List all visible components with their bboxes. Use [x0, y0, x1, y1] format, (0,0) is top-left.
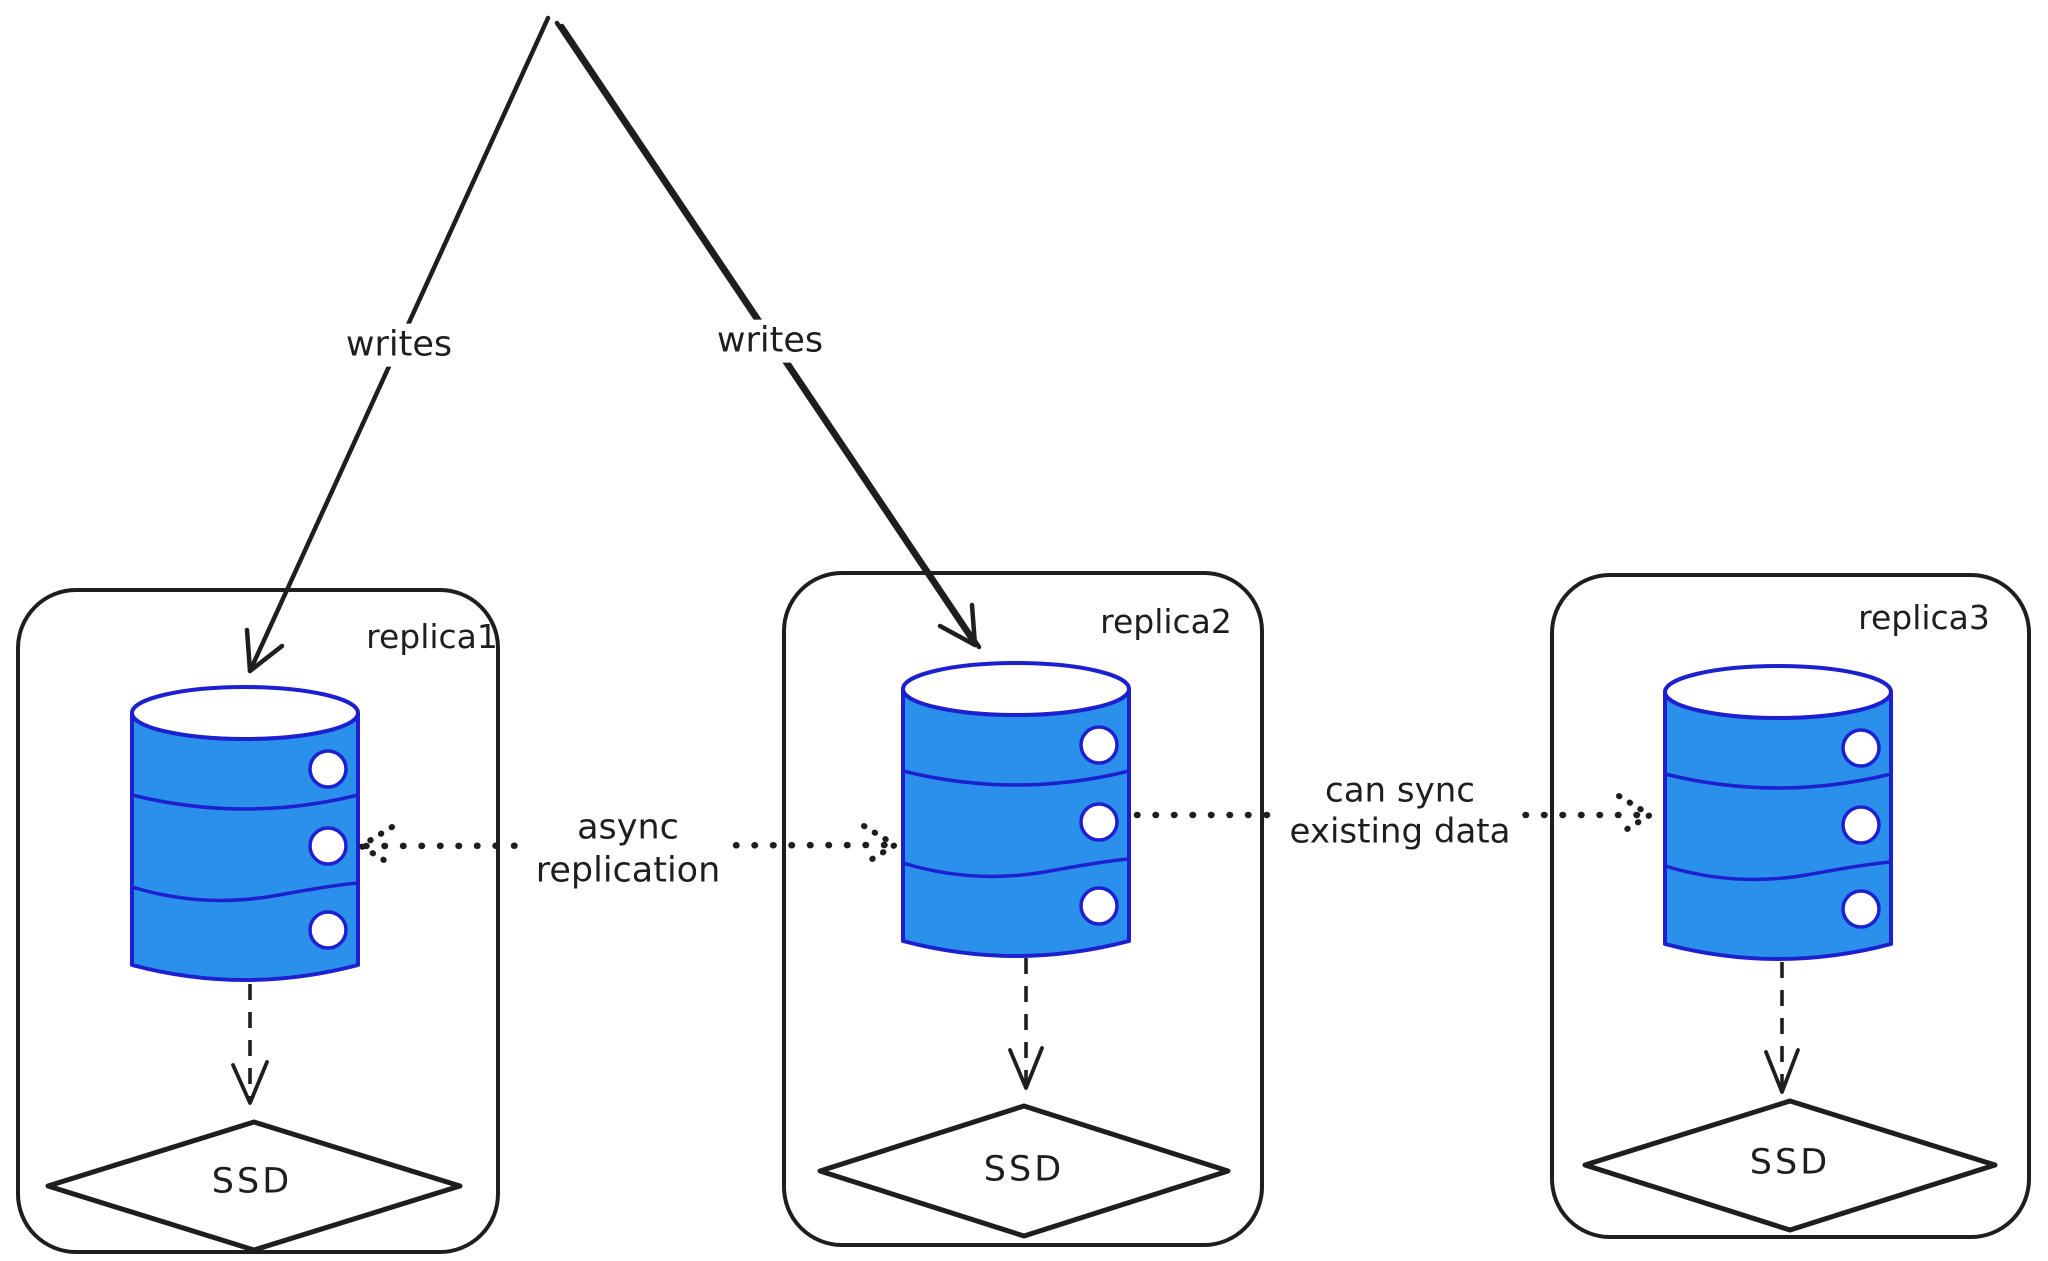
db-to-ssd-arrow-3: [1764, 962, 1800, 1094]
replica2-label: replica2: [1100, 601, 1232, 641]
replica1-box: [16, 588, 500, 1254]
replica2-box: [782, 571, 1264, 1247]
writes-label-right: writes: [706, 319, 834, 363]
replica3-box: [1550, 573, 2031, 1239]
database-icon: [901, 661, 1131, 958]
ssd-label-1: SSD: [211, 1161, 293, 1202]
async-replication-arrow: [358, 823, 898, 868]
ssd-label-2: SSD: [983, 1149, 1065, 1190]
database-icon: [130, 685, 360, 982]
can-sync-arrow: [1133, 793, 1653, 837]
ssd-diamond: [817, 1103, 1231, 1239]
replica1-label: replica1: [366, 616, 498, 656]
writes-label-left: writes: [335, 323, 463, 367]
db-to-ssd-arrow-2: [1008, 958, 1044, 1090]
async-replication-label: async replication: [525, 806, 731, 892]
can-sync-label: can sync existing data: [1279, 770, 1521, 854]
replica3-label: replica3: [1858, 597, 1990, 637]
ssd-diamond: [1582, 1098, 1998, 1233]
ssd-diamond: [45, 1119, 463, 1253]
db-to-ssd-arrow-1: [231, 984, 269, 1105]
ssd-label-3: SSD: [1749, 1142, 1831, 1183]
database-icon: [1663, 664, 1893, 961]
